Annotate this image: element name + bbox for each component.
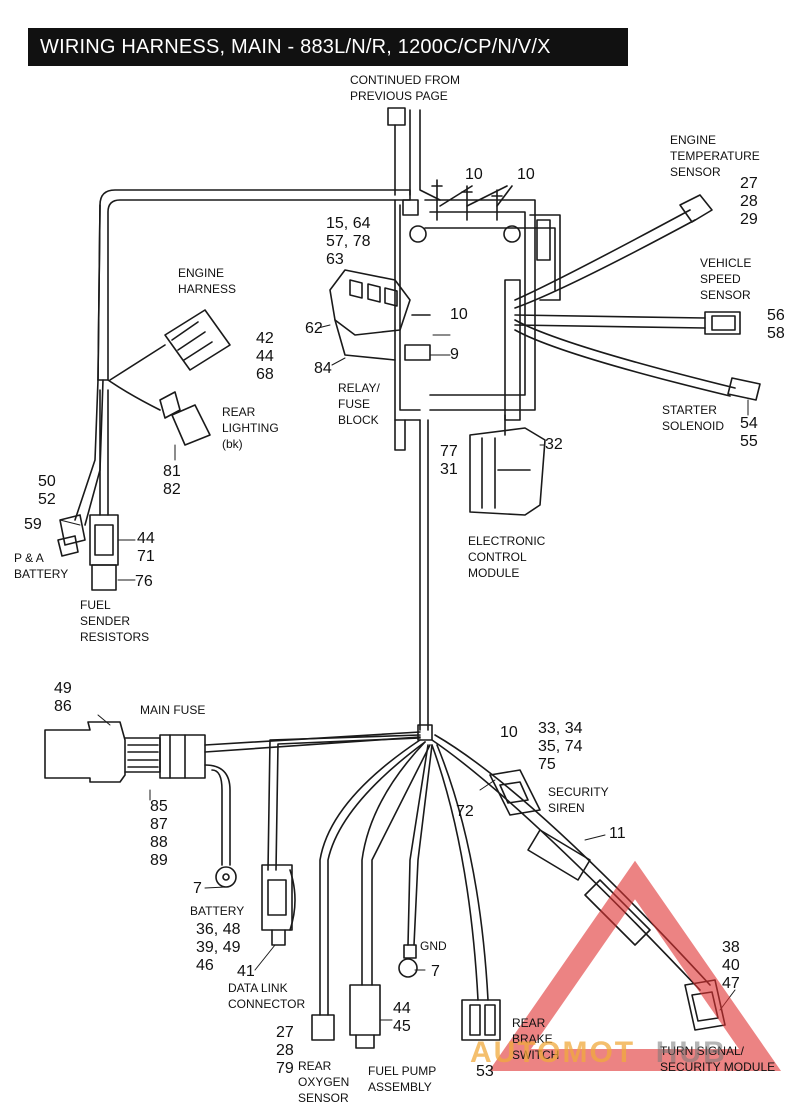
watermark-part-b: HUB xyxy=(635,1036,727,1069)
callout-7-battery: 7 xyxy=(193,880,202,897)
label-continued: CONTINUED FROM PREVIOUS PAGE xyxy=(350,73,460,103)
label-security-siren: SECURITY SIREN xyxy=(548,785,609,815)
main-fuse-assembly xyxy=(44,721,421,783)
callout-50-52: 50 52 xyxy=(38,473,56,508)
callout-9: 9 xyxy=(450,346,459,363)
label-rear-brake-switch: REAR BRAKE SWITCH xyxy=(512,1016,560,1062)
left-branch-wires xyxy=(57,379,119,591)
label-relay-fuse-block: RELAY/ FUSE BLOCK xyxy=(338,381,380,427)
callout-44-45: 44 45 xyxy=(393,1000,411,1035)
label-gnd: GND xyxy=(420,939,447,953)
watermark-text: AUTOMOT HUB xyxy=(470,1036,727,1070)
wire-engine-temp xyxy=(514,194,713,309)
harness-top-trunk xyxy=(387,107,441,201)
callout-81-82: 81 82 xyxy=(163,463,181,498)
callout-84: 84 xyxy=(314,360,332,377)
callout-27-28-29: 27 28 29 xyxy=(740,175,758,228)
callout-76: 76 xyxy=(135,573,153,590)
callout-49-86: 49 86 xyxy=(54,680,72,715)
label-main-fuse: MAIN FUSE xyxy=(140,703,206,717)
wire-vehicle-speed xyxy=(514,311,741,335)
rear-lighting-connector xyxy=(107,379,211,446)
data-link-wires xyxy=(261,734,421,946)
label-ecm: ELECTRONIC CONTROL MODULE xyxy=(468,534,546,580)
page-title: WIRING HARNESS, MAIN - 883L/N/R, 1200C/C… xyxy=(28,28,628,66)
callout-10-top: 10 xyxy=(465,166,483,183)
label-fuel-sender-resistors: FUEL SENDER RESISTORS xyxy=(80,598,150,644)
callout-44-71: 44 71 xyxy=(137,530,155,565)
callout-10-top-right: 10 xyxy=(517,166,535,183)
callout-62: 62 xyxy=(305,320,323,337)
engine-harness-connector xyxy=(109,309,231,381)
callout-41: 41 xyxy=(237,963,255,980)
callout-56-58: 56 58 xyxy=(767,307,785,342)
callout-42-44-68: 42 44 68 xyxy=(256,330,274,383)
lower-branches xyxy=(311,739,501,1049)
label-engine-harness: ENGINE HARNESS xyxy=(178,266,237,296)
callout-33-34-35-74-75: 33, 34 35, 74 75 xyxy=(538,720,583,773)
label-starter-solenoid: STARTER SOLENOID xyxy=(662,403,725,433)
battery-wire xyxy=(204,764,237,888)
callout-85-87-88-89: 85 87 88 89 xyxy=(150,798,168,869)
label-p-a-battery: P & A BATTERY xyxy=(14,551,69,581)
label-fuel-pump-assembly: FUEL PUMP ASSEMBLY xyxy=(368,1064,437,1094)
label-engine-temp-sensor: ENGINE TEMPERATURE SENSOR xyxy=(670,133,760,179)
callout-53: 53 xyxy=(476,1063,494,1080)
callout-11: 11 xyxy=(609,825,626,842)
ecm-module xyxy=(469,414,546,516)
callout-32: 32 xyxy=(545,436,563,453)
label-data-link-connector: DATA LINK CONNECTOR xyxy=(228,981,306,1011)
callout-7-gnd: 7 xyxy=(431,963,440,980)
watermark-triangle xyxy=(488,860,782,1071)
callout-72: 72 xyxy=(456,803,474,820)
callout-27-28-79: 27 28 79 xyxy=(276,1024,294,1077)
label-battery: BATTERY xyxy=(190,904,245,918)
wire-starter xyxy=(514,319,761,401)
label-rear-oxygen-sensor: REAR OXYGEN SENSOR xyxy=(298,1059,350,1105)
label-rear-lighting: REAR LIGHTING (bk) xyxy=(222,405,279,451)
watermark-part-a: AUTOMOT xyxy=(470,1036,636,1069)
callout-36-48-39-49-46: 36, 48 39, 49 46 xyxy=(196,921,241,974)
relay-fuse-block xyxy=(329,269,431,361)
callout-59: 59 xyxy=(24,516,42,533)
leader-lines xyxy=(59,324,749,1021)
callout-77-31: 77 31 xyxy=(440,443,458,478)
label-vehicle-speed-sensor: VEHICLE SPEED SENSOR xyxy=(700,256,752,302)
callout-54-55: 54 55 xyxy=(740,415,758,450)
harness-center-trunk xyxy=(417,419,433,741)
harness-left-loop xyxy=(97,189,411,381)
callout-15-64-57-78-63: 15, 64 57, 78 63 xyxy=(326,215,371,268)
callout-38-40-47: 38 40 47 xyxy=(722,939,740,992)
callout-10-mid: 10 xyxy=(450,306,468,323)
label-turn-signal-module: TURN SIGNAL/ SECURITY MODULE xyxy=(660,1044,776,1074)
callout-10-low: 10 xyxy=(500,724,518,741)
fastener-screws xyxy=(431,179,513,221)
